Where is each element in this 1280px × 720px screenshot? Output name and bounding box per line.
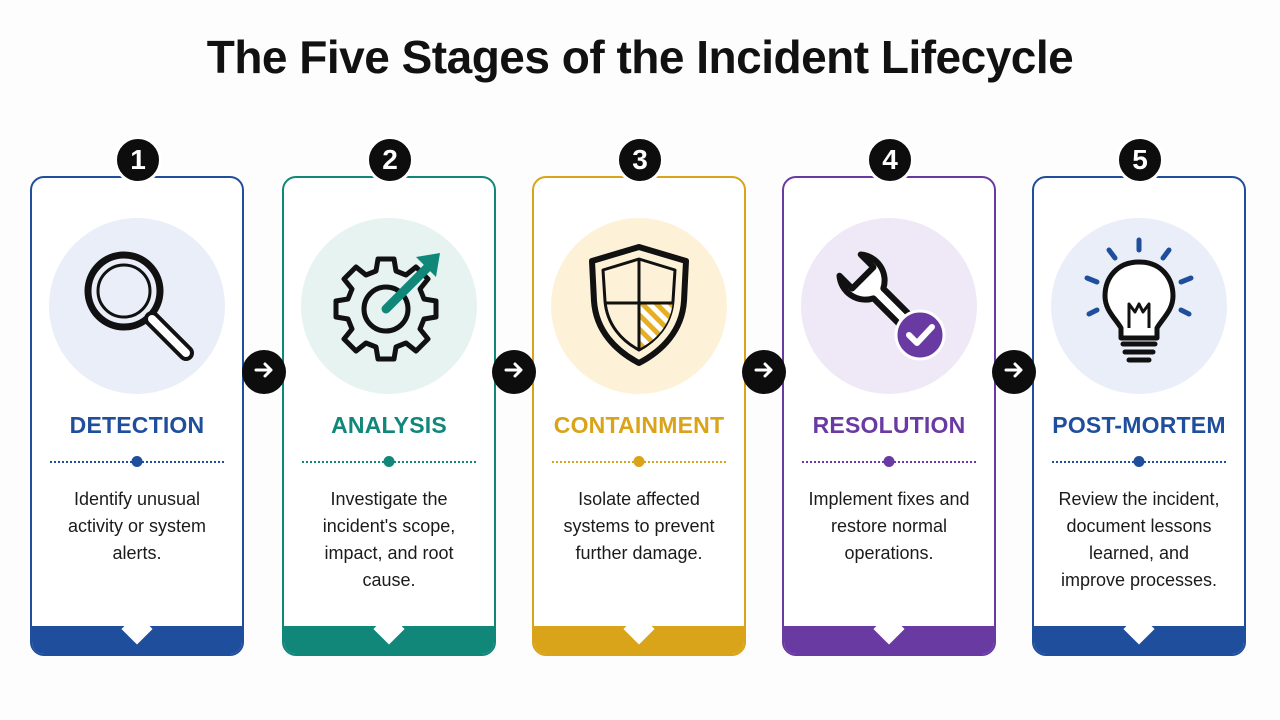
stage-card-resolution: RESOLUTION Implement fixes and restore n… xyxy=(782,176,996,656)
icon-circle xyxy=(1051,218,1227,394)
stage-description: Isolate affected systems to prevent furt… xyxy=(563,489,715,563)
stage-number-badge: 1 xyxy=(114,136,162,184)
stage-description: Investigate the incident's scope, impact… xyxy=(322,489,456,590)
arrow-right-icon xyxy=(252,358,276,387)
stage-description: Review the incident, document lessons le… xyxy=(1058,489,1220,590)
icon-circle xyxy=(801,218,977,394)
shield-icon xyxy=(574,239,704,374)
icon-circle xyxy=(551,218,727,394)
icon-circle xyxy=(49,218,225,394)
stage-title: POST-MORTEM xyxy=(1052,412,1226,438)
next-arrow xyxy=(492,350,536,394)
gear-arrow-icon xyxy=(324,239,454,374)
divider-dot xyxy=(633,456,645,467)
magnifying-glass-icon xyxy=(72,239,202,374)
stage-number-badge: 3 xyxy=(616,136,664,184)
stage-description: Implement fixes and restore normal opera… xyxy=(808,489,970,563)
stage-card-containment: CONTAINMENT Isolate affected systems to … xyxy=(532,176,746,656)
icon-circle xyxy=(301,218,477,394)
stage-number-badge: 5 xyxy=(1116,136,1164,184)
divider-dot xyxy=(383,456,395,467)
stage-card-detection: DETECTION Identify unusual activity or s… xyxy=(30,176,244,656)
arrow-right-icon xyxy=(502,358,526,387)
stage-description: Identify unusual activity or system aler… xyxy=(67,489,207,563)
arrow-right-icon xyxy=(752,358,776,387)
divider-dot xyxy=(131,456,143,467)
stage-title: CONTAINMENT xyxy=(553,412,725,438)
stage-title: DETECTION xyxy=(69,412,205,438)
stage-number-badge: 4 xyxy=(866,136,914,184)
divider-dot xyxy=(1133,456,1145,467)
stage-title: RESOLUTION xyxy=(812,412,966,438)
stage-card-post-mortem: POST-MORTEM Review the incident, documen… xyxy=(1032,176,1246,656)
divider-dot xyxy=(883,456,895,467)
page-title: The Five Stages of the Incident Lifecycl… xyxy=(206,31,1074,83)
lightbulb-icon xyxy=(1069,234,1209,379)
arrow-right-icon xyxy=(1002,358,1026,387)
next-arrow xyxy=(742,350,786,394)
stage-number-badge: 2 xyxy=(366,136,414,184)
stage-title: ANALYSIS xyxy=(331,412,447,438)
next-arrow xyxy=(992,350,1036,394)
stage-card-analysis: ANALYSIS Investigate the incident's scop… xyxy=(282,176,496,656)
wrench-check-icon xyxy=(824,239,954,374)
next-arrow xyxy=(242,350,286,394)
